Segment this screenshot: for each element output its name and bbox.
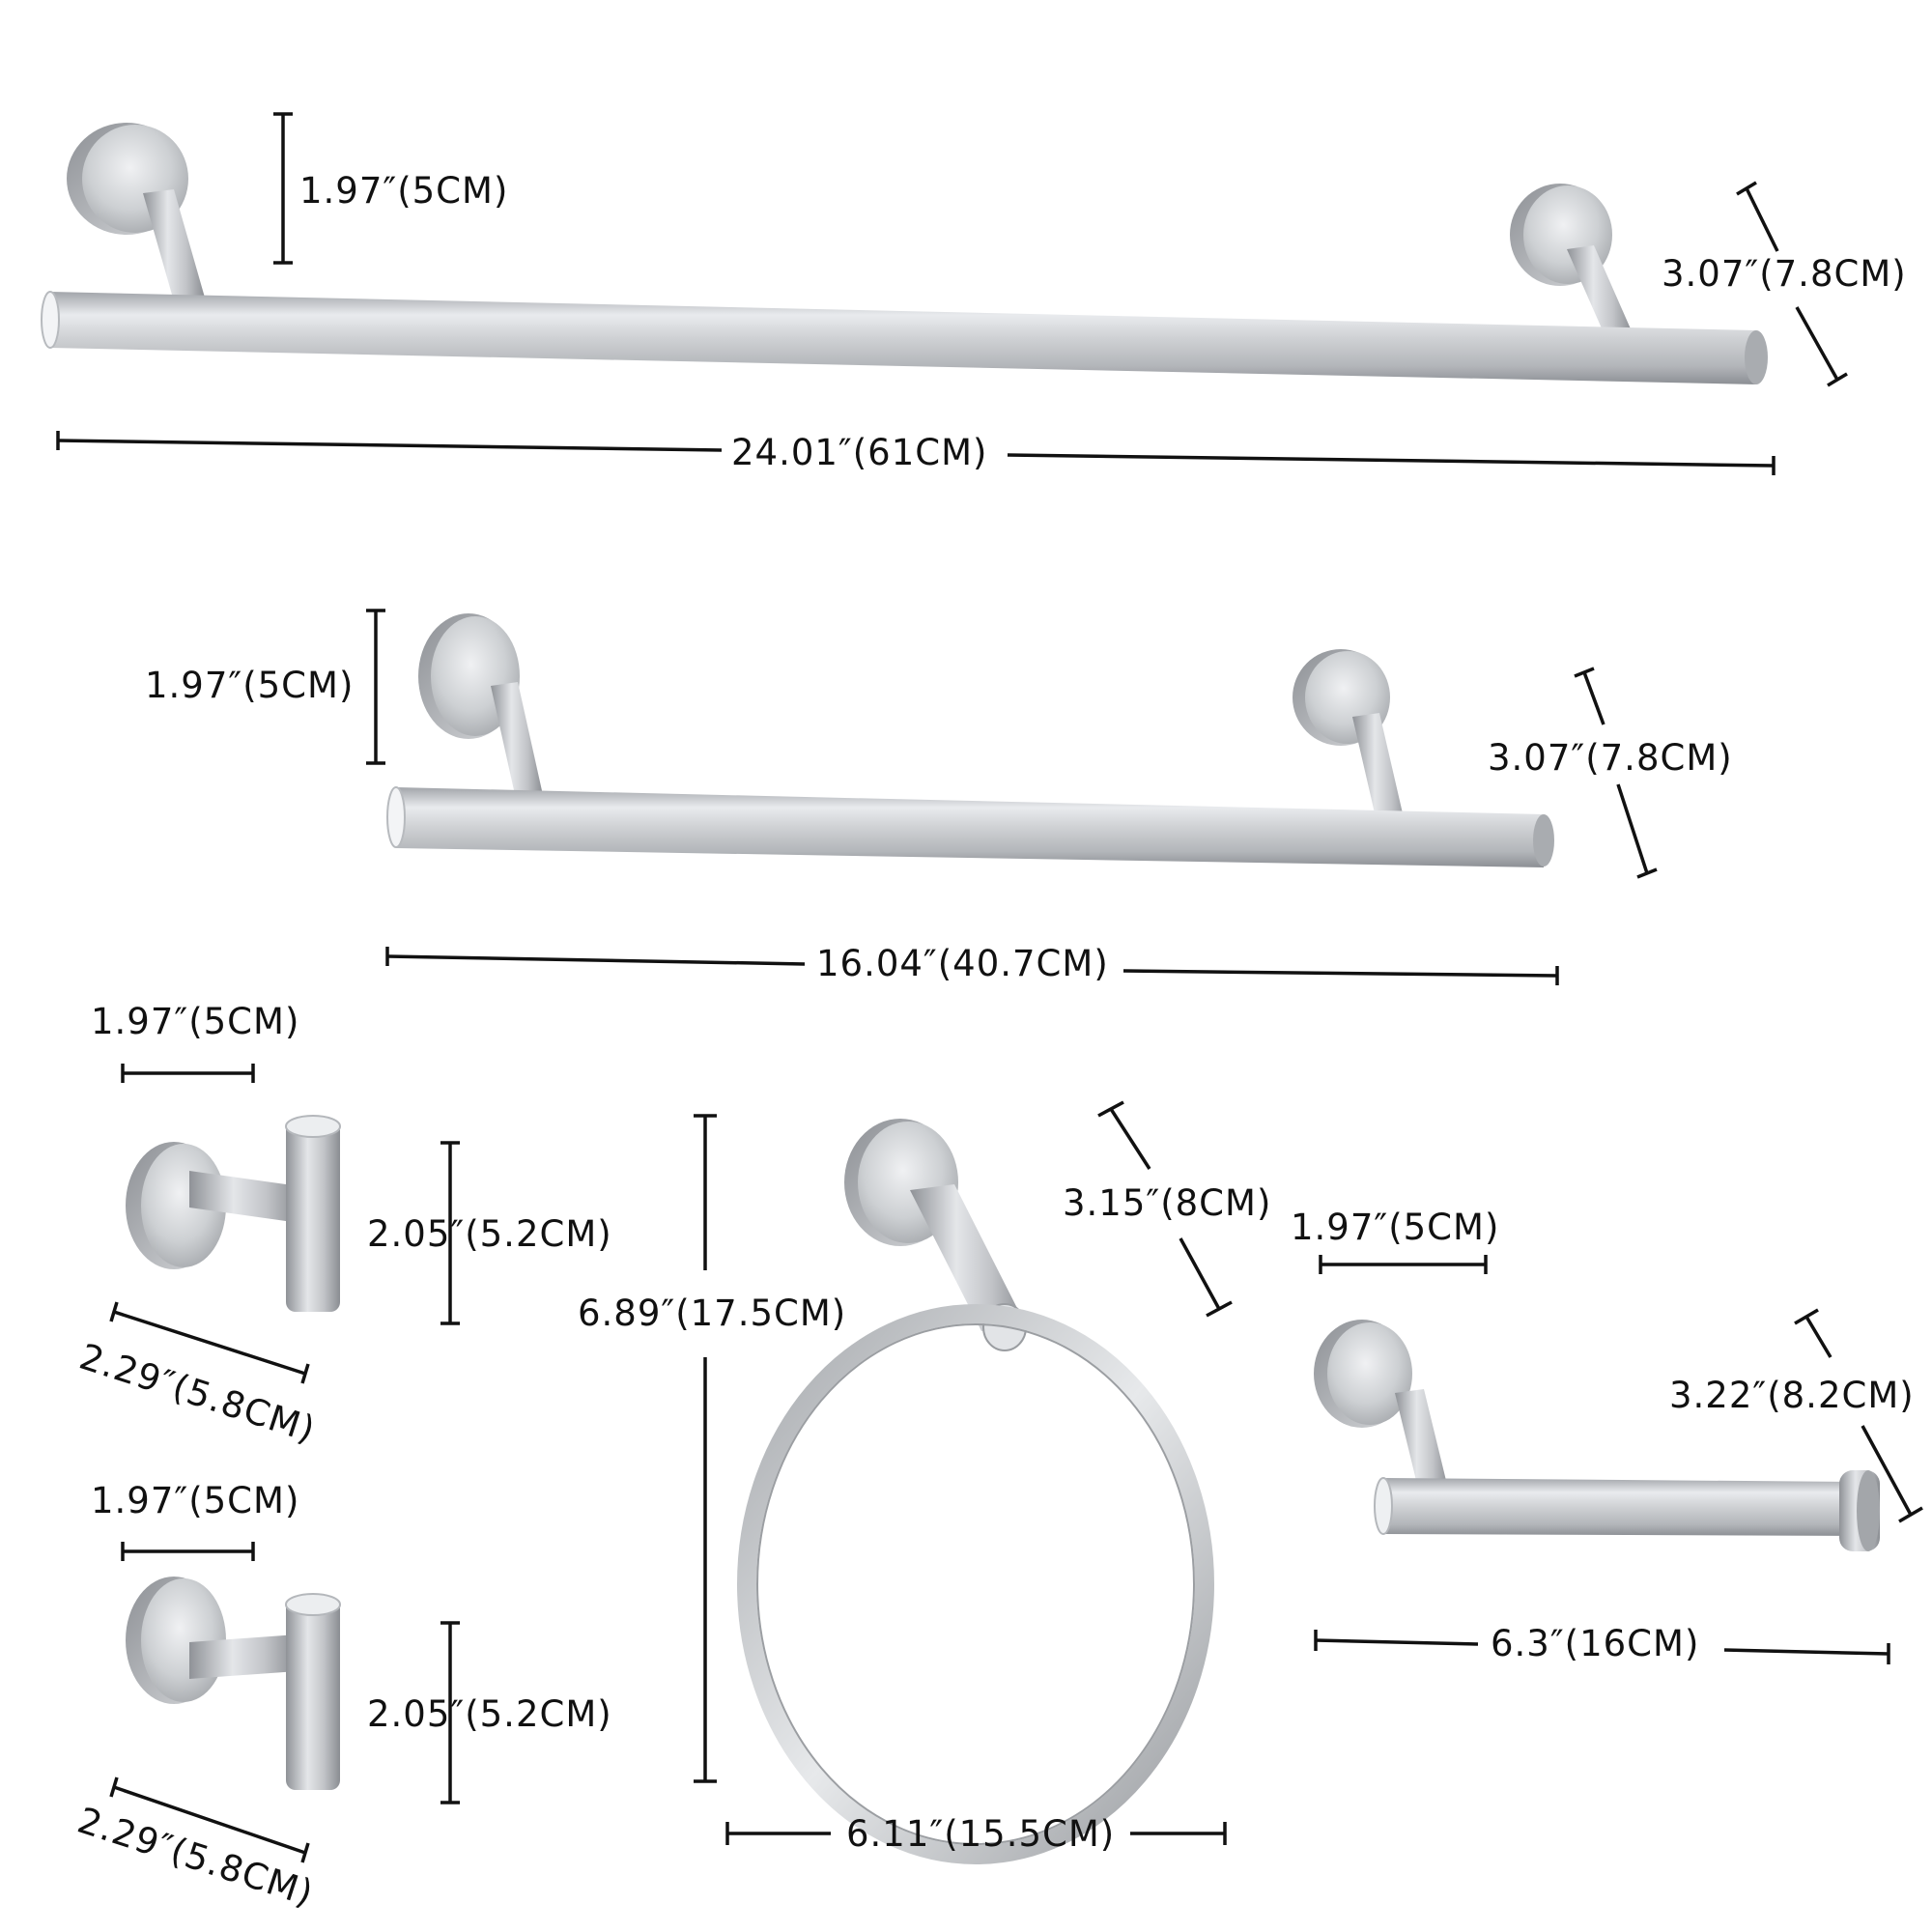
label-height: 6.89″(17.5CM) <box>578 1293 846 1334</box>
label-length: 24.01″(61CM) <box>731 432 987 473</box>
label-projection: 2.29″(5.8CM) <box>74 1336 321 1451</box>
dimension-post-height: 1.97″(5CM) <box>145 609 385 765</box>
label-length: 6.3″(16CM) <box>1491 1623 1699 1664</box>
towel-ring-image <box>737 1119 1214 1864</box>
dimension-height: 2.05″(5.2CM) <box>367 1141 612 1325</box>
dimension-length: 24.01″(61CM) <box>56 431 1776 475</box>
robe-hook-1-image <box>126 1115 341 1312</box>
label-projection: 3.07″(7.8CM) <box>1662 253 1907 295</box>
dimension-width: 6.11″(15.5CM) <box>725 1813 1227 1855</box>
towel-bar-24: 1.97″(5CM) 3.07″(7.8CM) 24.01″(61CM) <box>41 112 1907 475</box>
dimension-projection: 2.29″(5.8CM) <box>74 1301 321 1451</box>
label-post-height: 1.97″(5CM) <box>299 170 508 212</box>
dimension-projection: 2.29″(5.8CM) <box>72 1776 319 1915</box>
label-base-width: 1.97″(5CM) <box>1291 1207 1499 1248</box>
label-projection: 3.15″(8CM) <box>1063 1182 1271 1224</box>
dimension-projection: 3.22″(8.2CM) <box>1669 1308 1923 1523</box>
label-width: 6.11″(15.5CM) <box>846 1813 1115 1855</box>
label-post-height: 1.97″(5CM) <box>145 665 354 706</box>
towel-ring: 6.89″(17.5CM) 3.15″(8CM) 6.11″(15.5CM) <box>578 1100 1271 1864</box>
towel-bar-24-image <box>41 123 1768 384</box>
dimension-height: 2.05″(5.2CM) <box>367 1621 612 1804</box>
dimension-base-width: 1.97″(5CM) <box>91 1001 299 1083</box>
dimension-height: 6.89″(17.5CM) <box>578 1114 846 1783</box>
toilet-paper-holder: 1.97″(5CM) 3.22″(8.2CM) 6.3″(16CM) <box>1291 1207 1923 1664</box>
robe-hook-2-image <box>126 1577 341 1790</box>
dimension-length: 6.3″(16CM) <box>1314 1623 1890 1664</box>
towel-bar-16: 1.97″(5CM) 3.07″(7.8CM) 16.04″(40.7CM) <box>145 609 1733 985</box>
label-base-width: 1.97″(5CM) <box>91 1001 299 1042</box>
toilet-paper-holder-image <box>1314 1320 1880 1551</box>
dimension-base-width: 1.97″(5CM) <box>91 1480 299 1561</box>
towel-bar-16-image <box>386 613 1554 867</box>
label-projection: 3.22″(8.2CM) <box>1669 1375 1915 1416</box>
robe-hook-1: 1.97″(5CM) 2.05″(5.2CM) 2.29″(5.8CM) <box>74 1001 611 1451</box>
label-projection: 3.07″(7.8CM) <box>1488 737 1733 779</box>
dimension-projection: 3.07″(7.8CM) <box>1662 181 1907 387</box>
label-height: 2.05″(5.2CM) <box>367 1213 612 1255</box>
dimension-post-height: 1.97″(5CM) <box>273 112 508 265</box>
robe-hook-2: 1.97″(5CM) 2.05″(5.2CM) 2.29″(5.8CM) <box>72 1480 611 1915</box>
dimension-base-width: 1.97″(5CM) <box>1291 1207 1499 1274</box>
dimension-projection: 3.15″(8CM) <box>1063 1100 1271 1318</box>
label-base-width: 1.97″(5CM) <box>91 1480 299 1521</box>
label-length: 16.04″(40.7CM) <box>816 943 1109 984</box>
dimension-length: 16.04″(40.7CM) <box>385 943 1559 985</box>
label-height: 2.05″(5.2CM) <box>367 1693 612 1735</box>
dimension-projection: 3.07″(7.8CM) <box>1488 667 1733 879</box>
